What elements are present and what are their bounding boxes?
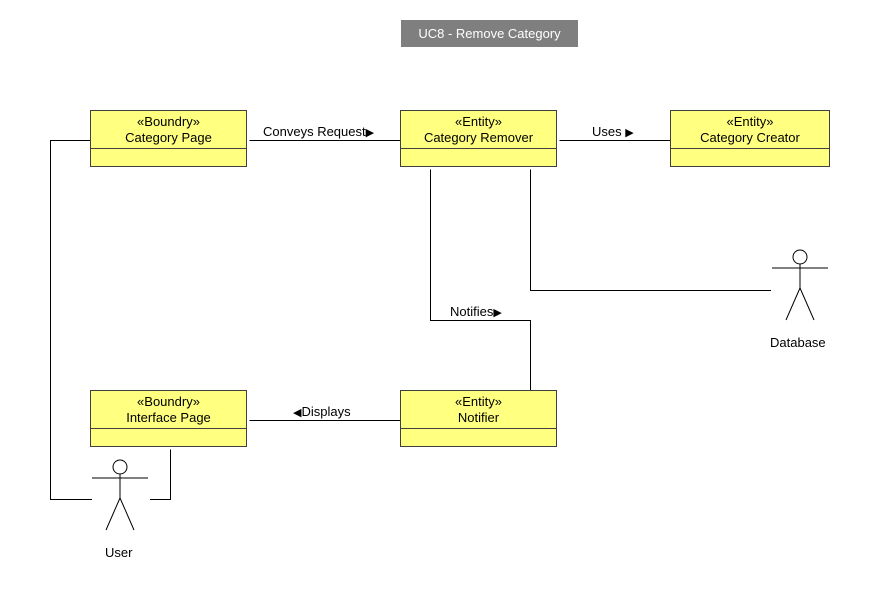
uses-label: Uses ▶ xyxy=(592,124,634,139)
category-remover-class[interactable]: «Entity» Category Remover xyxy=(400,110,557,167)
arrow-right-icon: ▶ xyxy=(365,127,375,139)
interface-page-class[interactable]: «Boundry» Interface Page xyxy=(90,390,247,447)
diagram-title: UC8 - Remove Category xyxy=(401,20,578,47)
user-actor-label: User xyxy=(105,545,133,560)
arrow-left-icon: ◀ xyxy=(293,407,302,419)
category-page-class[interactable]: «Boundry» Category Page xyxy=(90,110,247,167)
association-label-text: Uses xyxy=(592,124,622,139)
notifier-class[interactable]: «Entity» Notifier xyxy=(400,390,557,447)
class-name: Interface Page xyxy=(126,409,211,425)
remover-database-line xyxy=(530,169,771,291)
notifies-label: Notifies▶ xyxy=(450,304,502,319)
association-label-text: Displays xyxy=(301,404,351,419)
class-stereotype: «Entity» xyxy=(726,113,774,129)
association-label-text: Conveys Request xyxy=(263,124,366,139)
class-name: Category Creator xyxy=(700,129,800,145)
class-stereotype: «Entity» xyxy=(455,393,502,409)
conveys-request-label: Conveys Request▶ xyxy=(263,124,374,139)
interface-page-user-line xyxy=(150,449,171,500)
arrow-right-icon: ▶ xyxy=(493,307,502,319)
class-name: Category Page xyxy=(125,129,212,145)
association-label-text: Notifies xyxy=(450,304,494,319)
database-actor-label: Database xyxy=(770,335,826,350)
class-name: Notifier xyxy=(457,409,500,425)
notifies-line xyxy=(430,169,531,391)
class-stereotype: «Boundry» xyxy=(137,113,200,129)
class-stereotype: «Entity» xyxy=(455,113,502,129)
database-actor-icon xyxy=(772,249,828,321)
user-actor-icon xyxy=(92,459,148,531)
category-page-user-line xyxy=(50,140,92,500)
displays-label: ◀Displays xyxy=(293,404,351,419)
class-stereotype: «Boundry» xyxy=(137,393,200,409)
arrow-right-icon: ▶ xyxy=(625,127,634,139)
class-name: Category Remover xyxy=(423,129,534,145)
category-creator-class[interactable]: «Entity» Category Creator xyxy=(670,110,830,167)
